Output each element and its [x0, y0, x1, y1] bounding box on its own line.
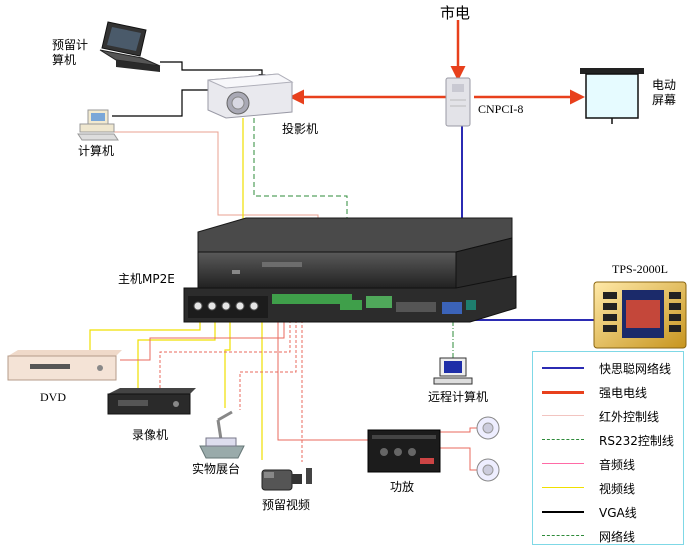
screen-icon: [580, 68, 644, 124]
legend-item: 强电电线: [533, 382, 683, 402]
host-mp2e-device: [183, 217, 517, 323]
legend-swatch: [542, 367, 584, 369]
amp-speaker-line-1: [440, 427, 478, 433]
amplifier-icon: [367, 429, 441, 473]
computer-icon: [77, 109, 119, 141]
vcr-label: 录像机: [132, 428, 169, 442]
legend-swatch: [542, 391, 584, 394]
legend-item: RS232控制线: [533, 430, 683, 450]
computer-label: 计算机: [78, 144, 115, 158]
rs232-line: [253, 118, 348, 232]
mains-label: 市电: [440, 4, 471, 22]
speaker-icon-1: [476, 416, 500, 440]
tps-panel-icon: [593, 281, 687, 349]
camcorder-icon: [261, 468, 312, 491]
speaker-icon-2: [476, 458, 500, 482]
dvd-player-icon: [7, 350, 122, 381]
vga-line-reserved-pc: [160, 61, 266, 82]
tps-label: TPS-2000L: [612, 262, 669, 276]
visual-presenter-icon: [199, 410, 245, 459]
legend-swatch: [542, 535, 584, 536]
cnpci-device: [445, 77, 471, 127]
projector-label: 投影机: [282, 122, 319, 136]
legend-label: 网络线: [599, 530, 636, 544]
visualizer-label: 实物展台: [192, 462, 241, 476]
legend-item: 网络线: [533, 526, 683, 546]
legend-item: 视频线: [533, 478, 683, 498]
legend-label: 音频线: [599, 458, 636, 472]
legend-label: 视频线: [599, 482, 636, 496]
audio-line-dvd: [120, 320, 285, 361]
amp-speaker-line-2: [440, 447, 478, 471]
legend: 快思聪网络线强电电线红外控制线 RS232控制线音频线视频线 VGA线网络线: [532, 351, 684, 545]
legend-item: 快思聪网络线: [533, 358, 683, 378]
legend-swatch: [542, 487, 584, 488]
legend-label: 红外控制线: [599, 410, 660, 424]
legend-label: VGA线: [599, 506, 637, 520]
dvd-label: DVD: [40, 390, 66, 404]
legend-item: VGA线: [533, 502, 683, 522]
legend-swatch: [542, 439, 584, 440]
audio-line-vcr: [159, 320, 291, 398]
reserved-video-label: 预留视频: [262, 498, 311, 512]
amplifier-label: 功放: [390, 480, 415, 494]
vcr-icon: [107, 388, 196, 415]
legend-label: RS232控制线: [599, 434, 674, 448]
legend-item: 音频线: [533, 454, 683, 474]
projector-icon: [207, 73, 294, 119]
screen-label: 电动 屏幕: [652, 78, 677, 107]
video-line-vcr: [137, 308, 216, 392]
remote-pc-label: 远程计算机: [428, 390, 489, 404]
vga-line-computer: [112, 86, 216, 117]
reserved-pc-label: 预留计 算机: [52, 38, 89, 67]
legend-label: 快思聪网络线: [599, 362, 672, 376]
audio-line-visualizer: [239, 320, 297, 410]
remote-computer-icon: [433, 357, 473, 385]
cnpci-label: CNPCI-8: [478, 102, 524, 116]
audio-line-amp: [277, 320, 368, 441]
legend-label: 强电电线: [599, 386, 648, 400]
reserved-laptop-icon: [99, 21, 161, 72]
legend-swatch: [542, 415, 584, 416]
video-line-visualizer: [224, 308, 231, 408]
legend-swatch: [542, 463, 584, 464]
host-label: 主机MP2E: [118, 272, 175, 286]
legend-swatch: [542, 511, 584, 513]
legend-item: 红外控制线: [533, 406, 683, 426]
